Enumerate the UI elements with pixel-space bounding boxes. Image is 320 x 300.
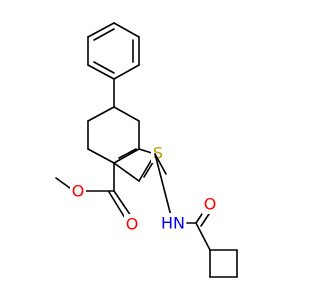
thiophene-ring (113, 148, 156, 182)
bond (154, 153, 167, 175)
bond (113, 148, 140, 164)
bond (87, 148, 115, 164)
double-bond-inner (93, 61, 115, 74)
double-bond-inner (93, 28, 115, 41)
bond (113, 190, 132, 217)
bond (113, 64, 140, 80)
ester-carbonyl-oxygen-label: O (126, 215, 139, 234)
cyclohexene-ring (87, 106, 140, 164)
bond (87, 106, 115, 122)
bond (87, 22, 115, 38)
bond (113, 106, 140, 122)
bond (108, 191, 126, 219)
bond (113, 22, 140, 38)
bond (154, 153, 172, 217)
ester-ether-oxygen-label: O (72, 182, 85, 201)
cyclobutane-ring (209, 249, 238, 278)
amide-nh-label: HN (161, 214, 185, 233)
amide-nh-atom: HN (159, 213, 187, 233)
chemical-structure: S HN O O O (55, 22, 238, 278)
bond (195, 222, 211, 251)
bond (113, 162, 140, 182)
amide-carbonyl: O (195, 194, 218, 227)
phenyl-ring (87, 22, 140, 80)
methyl-ester: O O (55, 162, 140, 234)
sulfur-atom: S (151, 143, 165, 163)
double-bond-inner (118, 148, 137, 159)
bond (87, 64, 115, 80)
sulfur-label: S (153, 144, 163, 163)
amide-oxygen-label: O (204, 195, 217, 214)
